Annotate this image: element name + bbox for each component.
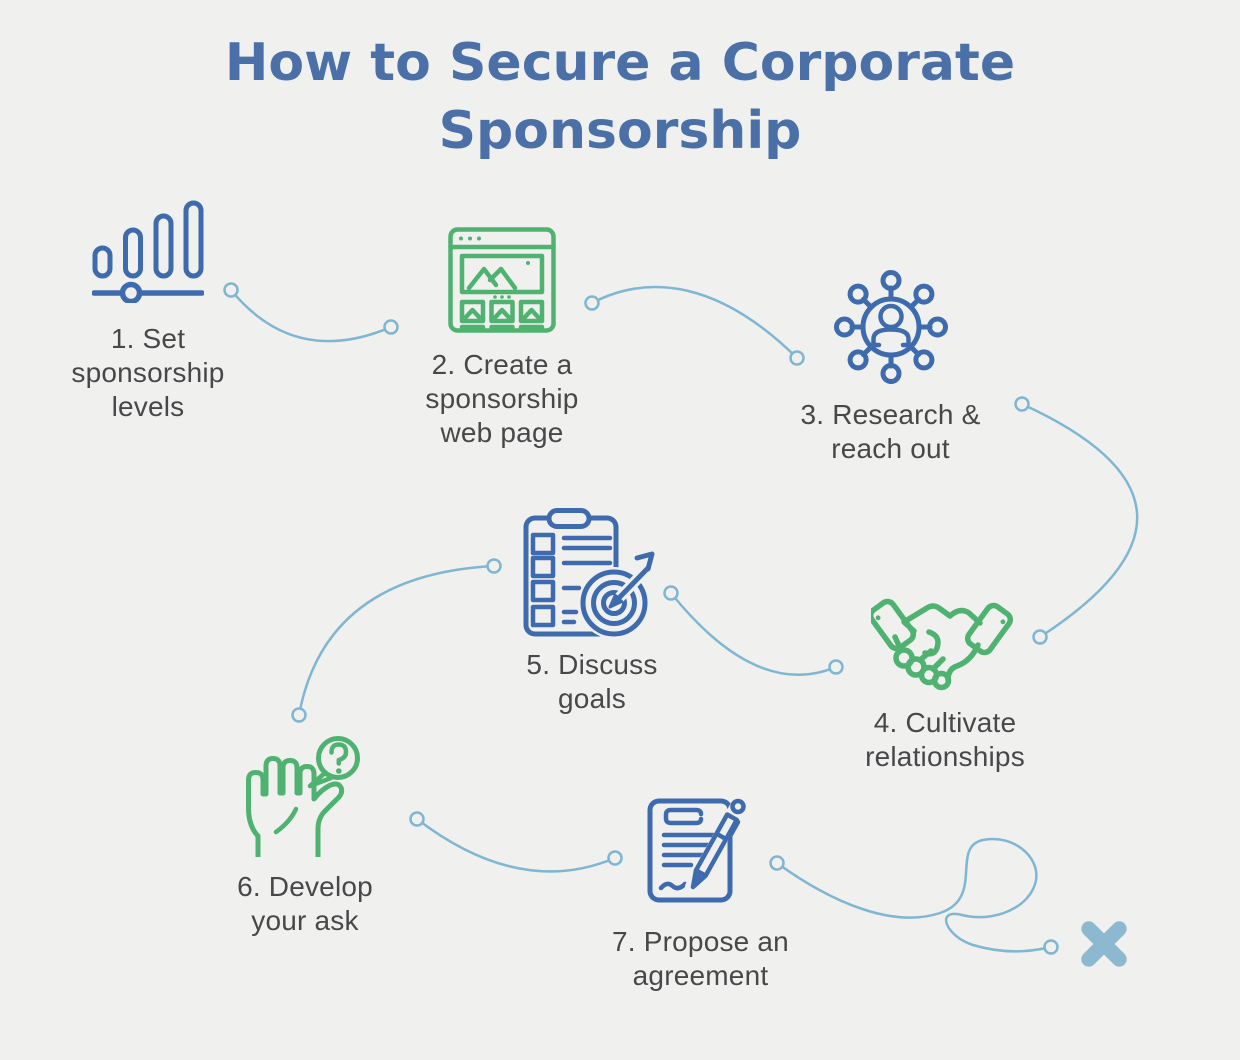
step-3: 3. Research & reach out — [783, 270, 998, 466]
connector-3-4 — [1014, 396, 1139, 645]
connector-4-5 — [663, 585, 844, 676]
step-4-label: 4. Cultivate relationships — [865, 707, 1025, 772]
step-1: 1. Set sponsorship levels — [38, 200, 258, 424]
document-pen-icon — [647, 795, 748, 903]
page-title: How to Secure a Corporate Sponsorship — [224, 33, 1016, 161]
connector-1-2 — [223, 282, 399, 343]
step-6: 6. Develop your ask — [215, 735, 395, 938]
connector-5-6 — [291, 558, 502, 723]
webpage-icon — [448, 227, 556, 333]
handshake-icon — [871, 598, 1014, 691]
step-5-label: 5. Discuss goals — [526, 649, 658, 714]
step-4: 4. Cultivate relationships — [845, 596, 1045, 774]
bar-chart-slider-icon — [92, 200, 204, 303]
network-person-icon — [833, 270, 948, 384]
step-1-label: 1. Set sponsorship levels — [71, 323, 225, 422]
raised-hand-question-icon — [246, 736, 360, 857]
connector-7-end-loop — [769, 837, 1059, 955]
connector-6-7 — [409, 811, 623, 873]
step-3-label: 3. Research & reach out — [800, 399, 981, 464]
checklist-target-icon — [523, 508, 655, 639]
x-mark-icon — [1081, 921, 1127, 967]
connector-2-3 — [584, 285, 805, 366]
step-2: 2. Create a sponsorship web page — [392, 227, 612, 450]
step-6-label: 6. Develop your ask — [237, 871, 373, 936]
step-7-label: 7. Propose an agreement — [612, 926, 789, 991]
step-7: 7. Propose an agreement — [593, 793, 808, 993]
step-2-label: 2. Create a sponsorship web page — [425, 349, 579, 448]
step-5: 5. Discuss goals — [492, 508, 692, 716]
